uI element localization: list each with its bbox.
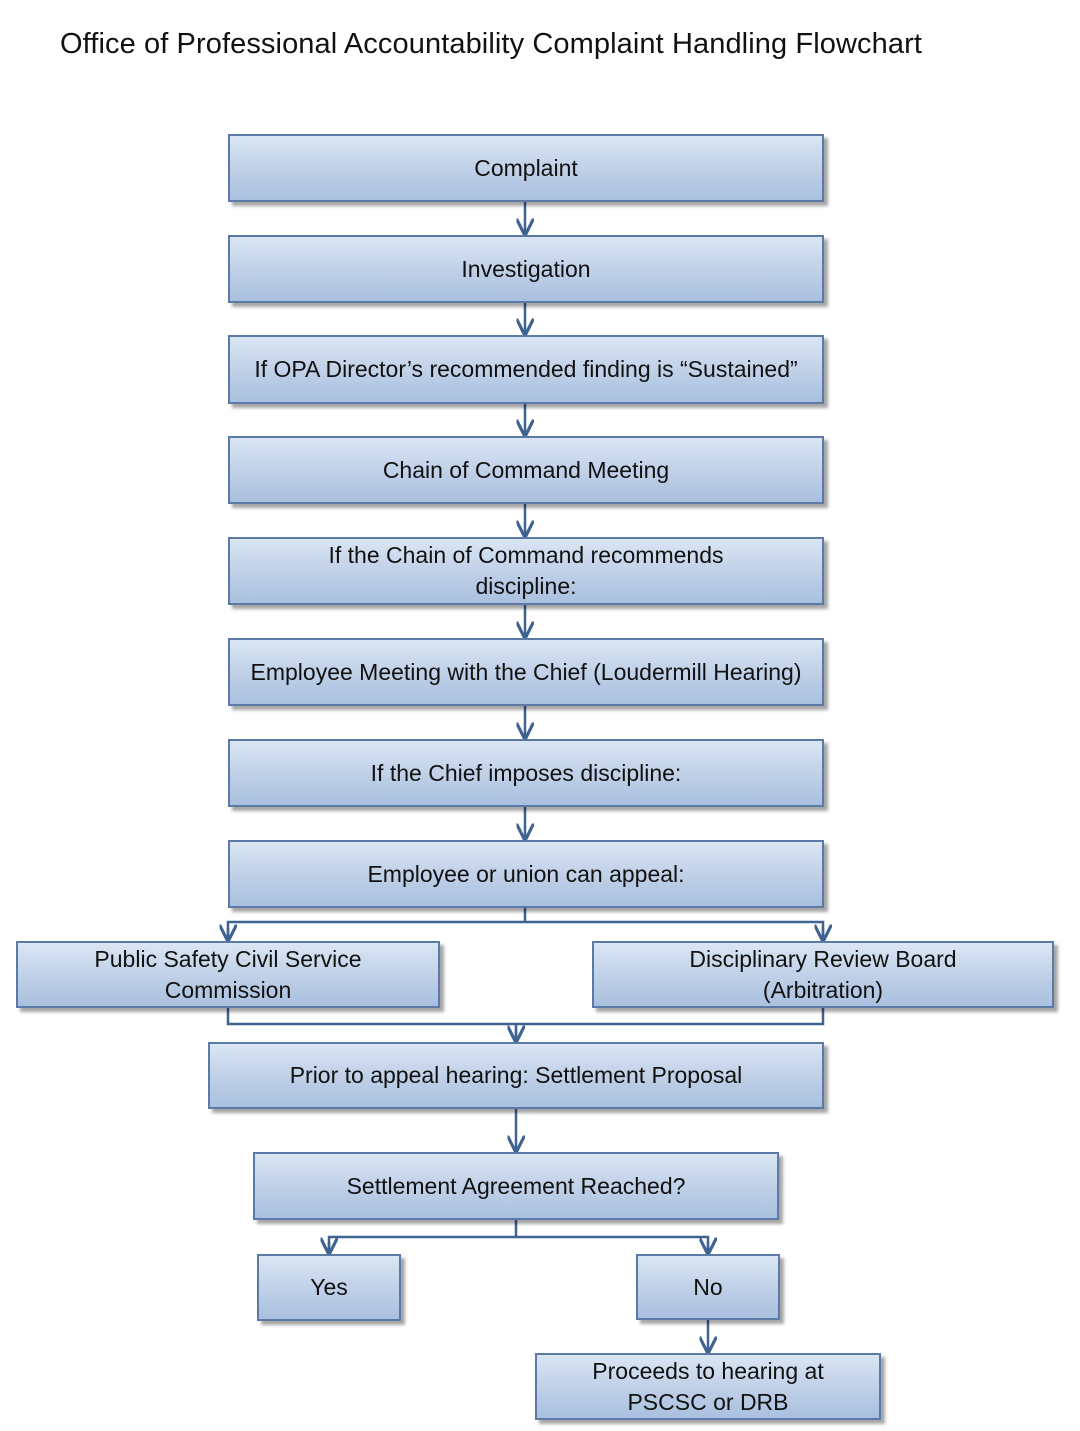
- yes-box: Yes: [257, 1254, 401, 1321]
- investigation-box: Investigation: [228, 235, 824, 303]
- chain-of-command-meeting-box: Chain of Command Meeting: [228, 436, 824, 504]
- branch-reached: [327, 1220, 710, 1252]
- proceeds-to-hearing-box: Proceeds to hearing at PSCSC or DRB: [535, 1353, 881, 1420]
- settlement-reached-box: Settlement Agreement Reached?: [253, 1152, 779, 1220]
- merge-to-settlement: [226, 1008, 825, 1040]
- chain-recommends-discipline-box: If the Chain of Command recommends disci…: [228, 537, 824, 605]
- drb-box: Disciplinary Review Board (Arbitration): [592, 941, 1054, 1008]
- no-box: No: [636, 1254, 780, 1320]
- opa-sustained-box: If OPA Director’s recommended finding is…: [228, 335, 824, 404]
- pscsc-box: Public Safety Civil Service Commission: [16, 941, 440, 1008]
- diagram-title: Office of Professional Accountability Co…: [60, 28, 922, 60]
- settlement-proposal-box: Prior to appeal hearing: Settlement Prop…: [208, 1042, 824, 1109]
- branch-appeal: [226, 908, 825, 939]
- chief-imposes-discipline-box: If the Chief imposes discipline:: [228, 739, 824, 807]
- appeal-box: Employee or union can appeal:: [228, 840, 824, 908]
- complaint-box: Complaint: [228, 134, 824, 202]
- loudermill-hearing-box: Employee Meeting with the Chief (Louderm…: [228, 638, 824, 706]
